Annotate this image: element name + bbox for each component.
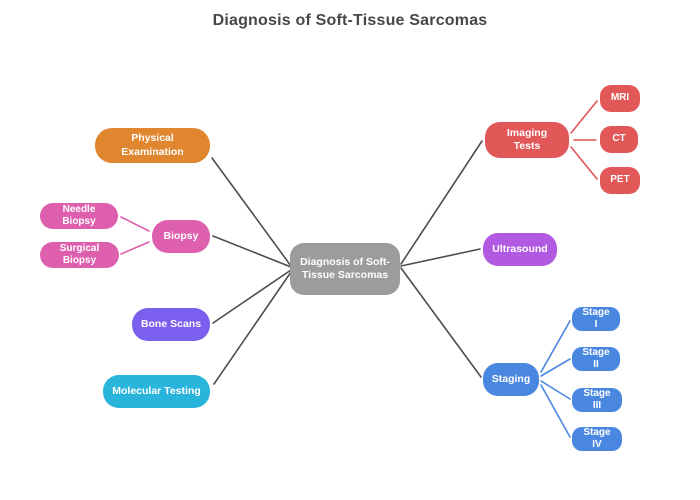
diagram-title: Diagnosis of Soft-Tissue Sarcomas [212, 12, 488, 29]
node-label-ct: CT [612, 133, 626, 145]
node-biopsy[interactable]: Biopsy [152, 220, 210, 253]
node-ct[interactable]: CT [600, 126, 638, 153]
node-label-biopsy: Biopsy [163, 229, 199, 242]
edge-center-to-molecular-testing [213, 271, 292, 385]
node-label-stage-i: Stage I [582, 306, 610, 331]
node-stage-i[interactable]: Stage I [572, 307, 620, 331]
node-label-stage-iii: Stage III [583, 387, 611, 412]
edge-surgical-biopsy-to-biopsy [120, 241, 150, 255]
node-label-bone-scans: Bone Scans [140, 317, 202, 330]
edge-staging-to-stage-ii [540, 358, 571, 377]
edge-staging-to-stage-i [540, 320, 571, 373]
node-needle-biopsy[interactable]: Needle Biopsy [40, 203, 118, 229]
node-label-center: Diagnosis of Soft-Tissue Sarcomas [300, 255, 390, 281]
node-label-stage-ii: Stage II [582, 346, 610, 371]
node-surgical-biopsy[interactable]: Surgical Biopsy [40, 242, 119, 268]
edge-center-to-bone-scans [212, 269, 292, 324]
node-label-surgical-biopsy: Surgical Biopsy [59, 242, 100, 267]
node-pet[interactable]: PET [600, 167, 640, 194]
node-stage-iii[interactable]: Stage III [572, 388, 622, 412]
node-physical-examination[interactable]: Physical Examination [95, 128, 210, 163]
node-label-mri: MRI [610, 92, 630, 104]
edge-center-to-physical-examination [211, 157, 292, 267]
node-staging[interactable]: Staging [483, 363, 539, 396]
node-label-molecular-testing: Molecular Testing [112, 384, 201, 397]
edge-imaging-tests-to-mri [570, 100, 598, 134]
node-label-needle-biopsy: Needle Biopsy [62, 203, 96, 228]
node-stage-iv[interactable]: Stage IV [572, 427, 622, 451]
node-imaging-tests[interactable]: Imaging Tests [485, 122, 569, 158]
node-ultrasound[interactable]: Ultrasound [483, 233, 557, 266]
edge-needle-biopsy-to-biopsy [120, 216, 150, 232]
node-label-stage-iv: Stage IV [583, 426, 611, 451]
node-label-staging: Staging [491, 372, 531, 385]
node-label-ultrasound: Ultrasound [492, 242, 548, 255]
edge-center-to-imaging-tests [400, 140, 483, 265]
edge-center-to-staging [400, 267, 482, 378]
edge-staging-to-stage-iii [540, 380, 571, 400]
edge-staging-to-stage-iv [540, 384, 571, 438]
node-label-physical-examination: Physical Examination [121, 132, 184, 158]
node-center[interactable]: Diagnosis of Soft-Tissue Sarcomas [290, 243, 400, 295]
edge-imaging-tests-to-pet [570, 146, 598, 180]
edge-center-to-biopsy [212, 235, 292, 268]
node-molecular-testing[interactable]: Molecular Testing [103, 375, 210, 408]
edge-center-to-ultrasound [400, 248, 481, 267]
node-mri[interactable]: MRI [600, 85, 640, 112]
node-bone-scans[interactable]: Bone Scans [132, 308, 210, 341]
node-stage-ii[interactable]: Stage II [572, 347, 620, 371]
node-label-pet: PET [610, 174, 630, 186]
node-label-imaging-tests: Imaging Tests [506, 126, 548, 152]
